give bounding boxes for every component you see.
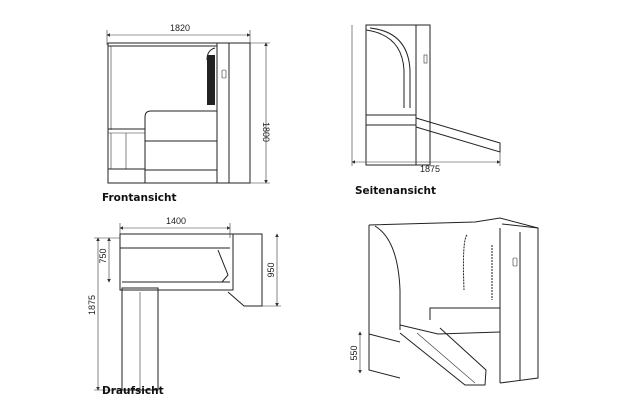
top-width-label: 1400: [166, 216, 186, 226]
top-right-depth-label: 950: [266, 262, 276, 277]
iso-view: 550: [349, 217, 539, 386]
front-width-label: 1820: [170, 23, 190, 33]
front-outline: [107, 42, 251, 184]
front-height-label: 1800: [261, 122, 271, 142]
top-inner-depth-label: 750: [98, 248, 108, 263]
shower-hose-icon: [207, 55, 215, 105]
side-view-caption: Seitenansicht: [355, 185, 436, 197]
iso-step-height-label: 550: [349, 345, 359, 360]
iso-outline: [368, 217, 539, 384]
top-view-caption: Draufsicht: [102, 385, 164, 397]
front-step: [107, 128, 146, 170]
front-view: 1820 1800 Frontansicht: [102, 23, 271, 204]
front-view-caption: Frontansicht: [102, 192, 177, 204]
side-view: 1875 Seitenansicht: [351, 24, 501, 197]
front-tub: [144, 110, 217, 183]
iso-slide: [399, 327, 487, 386]
top-total-depth-label: 1875: [87, 295, 97, 315]
side-outline: [365, 24, 417, 166]
top-view: 1400 750 1875 950 Draufsicht: [87, 216, 281, 397]
side-slide: [415, 117, 501, 153]
side-depth-label: 1875: [420, 164, 440, 174]
top-tub-outline: [119, 233, 234, 291]
